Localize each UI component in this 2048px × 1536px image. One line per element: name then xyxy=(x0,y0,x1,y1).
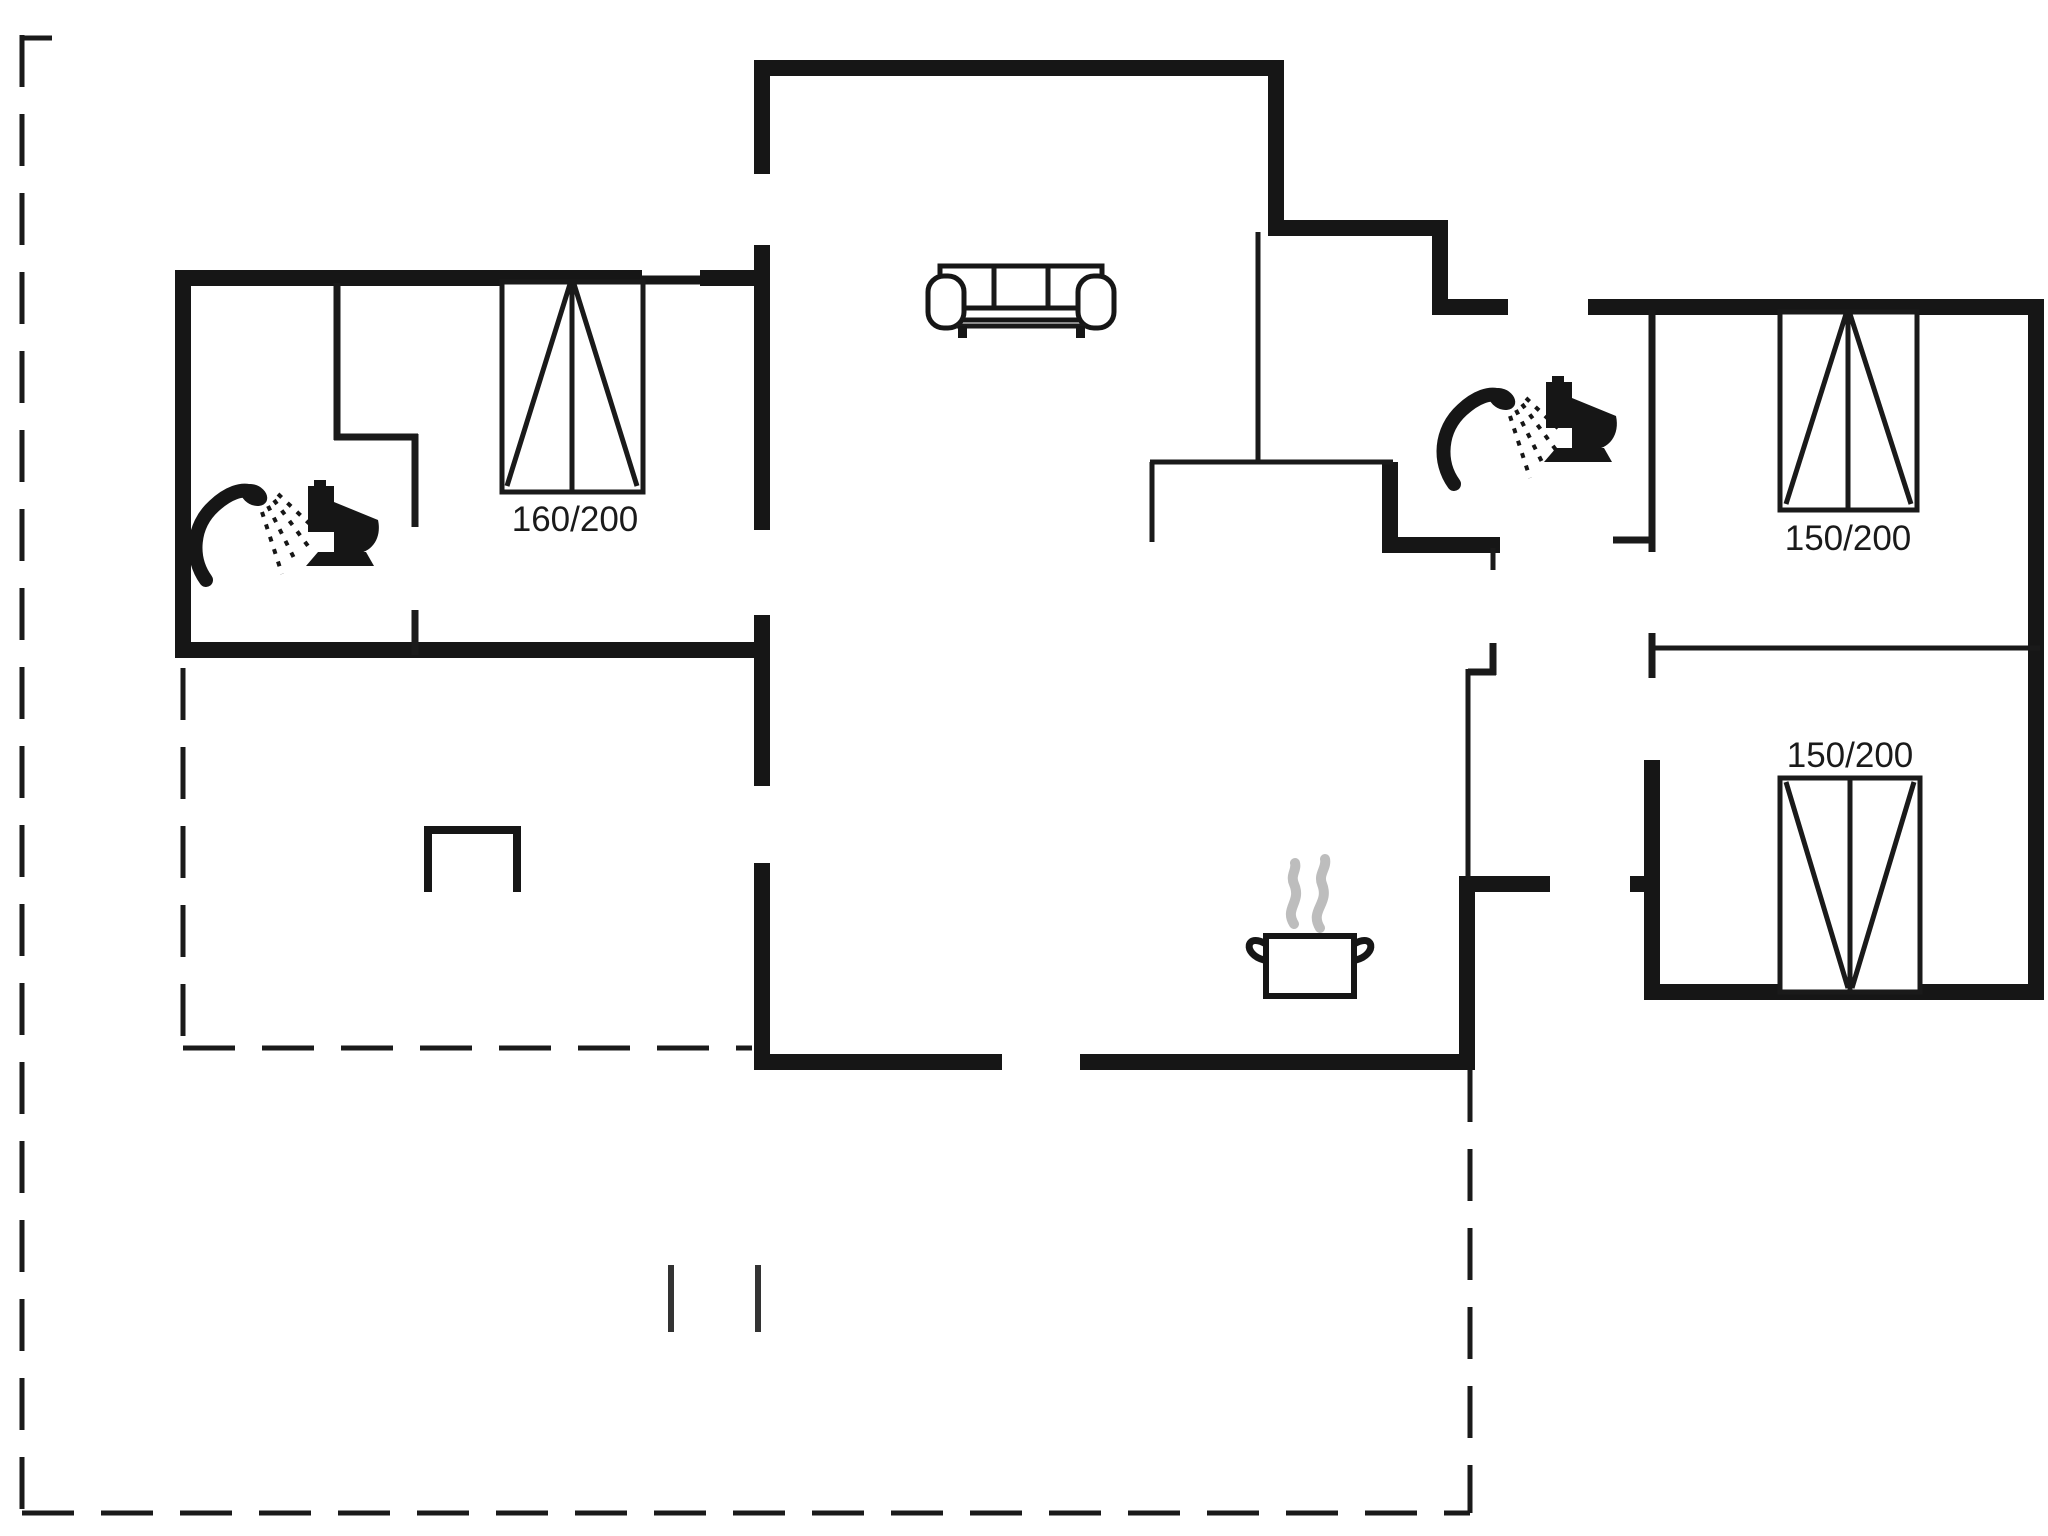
bed-size-label: 150/200 xyxy=(1786,736,1914,775)
toilet-icon xyxy=(1544,376,1617,462)
interior-walls xyxy=(333,232,2040,880)
bed-icon-top-right xyxy=(1777,309,1920,513)
bed-icon-left xyxy=(499,279,646,495)
exterior-walls xyxy=(175,60,2044,1070)
bed-size-label: 160/200 xyxy=(511,500,639,539)
pot-icon xyxy=(1245,854,1375,999)
bed-icon-bottom-right xyxy=(1777,775,1923,995)
shower-icon xyxy=(1436,387,1564,491)
step-marks xyxy=(668,1265,761,1332)
terrace-dashed-boundary xyxy=(19,35,1473,1516)
toilet-icon xyxy=(306,480,379,566)
fireplace-icon xyxy=(424,826,521,892)
bed-size-label: 150/200 xyxy=(1784,519,1912,558)
sofa-icon xyxy=(925,263,1117,338)
shower-icon xyxy=(188,483,316,587)
